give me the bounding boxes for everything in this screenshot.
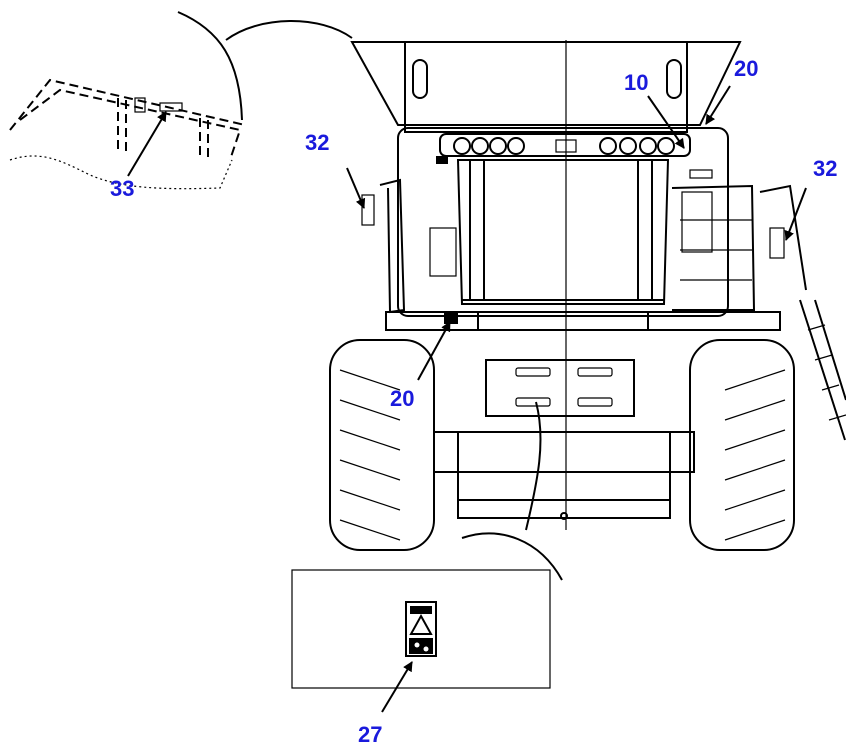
callout-32-right: 32 [813,156,837,181]
callout-20-bottom: 20 [390,386,414,411]
callout-20-top: 20 [734,56,758,81]
left-tire [329,339,435,551]
inset-detail-33 [9,78,246,190]
right-tire [689,339,795,551]
leader-arrows [127,85,807,713]
detail-link-arcs [177,11,563,581]
work-lights [453,137,675,155]
callout-10: 10 [624,70,648,95]
combine-machine [329,40,846,551]
inset-detail-27 [291,569,551,689]
callout-27: 27 [358,722,382,747]
warning-decal-icon [405,601,437,657]
callout-33: 33 [110,176,134,201]
callout-32-left: 32 [305,130,329,155]
